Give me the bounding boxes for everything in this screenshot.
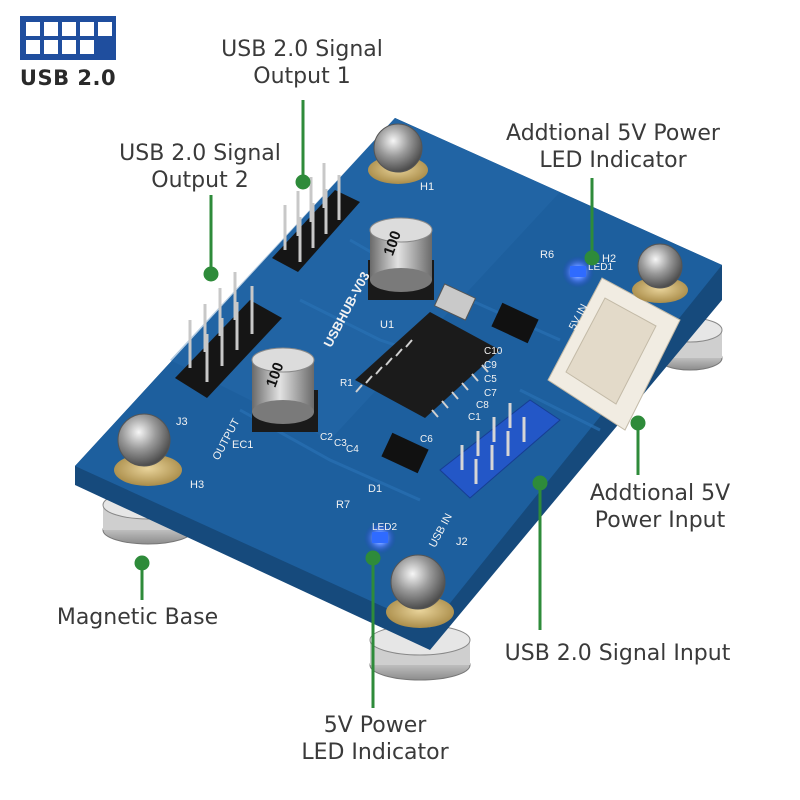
label-line: Power Input [594,508,726,533]
power-input-connector [547,277,681,431]
silk-led2: LED2 [372,522,397,533]
silk-r7: R7 [336,499,350,511]
silkscreen: USBHUB-V03 OUTPUT H1 H2 H3 J3 J2 U1 EC1 … [176,181,616,550]
label-usb-output-2: USB 2.0 Signal Output 2 [105,140,295,194]
diode-d1 [381,432,429,474]
standoff-h1 [368,123,428,184]
silk-c9: C9 [484,360,497,371]
silk-h1: H1 [420,181,434,193]
silk-c3: C3 [334,438,347,449]
led2 [364,522,396,554]
usb-logo-icon [20,16,116,60]
label-line: Magnetic Base [56,605,219,630]
label-power-led: 5V Power LED Indicator [285,712,465,766]
silk-d1: D1 [368,483,382,495]
silk-c7: C7 [484,388,497,399]
label-line: USB 2.0 Signal [119,141,281,166]
hub-ic [355,312,500,418]
silk-c6: C6 [420,434,433,445]
usb-logo: USB 2.0 [18,14,118,92]
standoff-h3 [114,413,182,486]
label-magnetic-base: Magnetic Base [45,604,230,631]
leader-lines [134,100,646,708]
silk-h3: H3 [190,479,204,491]
label-usb-signal-input: USB 2.0 Signal Input [495,640,740,667]
silk-c10: C10 [484,346,503,357]
silk-r1: R1 [340,378,353,389]
label-line: USB 2.0 Signal Input [504,641,731,666]
silk-c2: C2 [320,432,333,443]
crystal [433,283,477,321]
silk-c5: C5 [484,374,497,385]
silk-c8: C8 [476,400,489,411]
header-output-2 [175,272,282,398]
silk-r6: R6 [540,249,554,261]
usb-input-header [439,399,561,499]
silk-j3: J3 [176,416,188,428]
label-line: Addtional 5V Power [506,121,720,146]
label-line: USB 2.0 Signal [221,37,383,62]
label-extra-power-input: Addtional 5V Power Input [575,480,745,534]
header-output-1 [272,163,360,272]
silk-led1: LED1 [588,262,613,273]
label-usb-output-1: USB 2.0 Signal Output 1 [212,36,392,90]
capacitor-ec1: 100 [251,347,318,432]
led1 [562,256,594,288]
silk-c1: C1 [468,412,481,423]
capacitor-ec2: 100 [368,217,434,300]
label-line: Addtional 5V [589,481,731,506]
standoff-bottom [386,554,454,628]
regulator [491,302,539,344]
silk-h2: H2 [602,253,616,265]
silk-c4: C4 [346,444,359,455]
silk-u1: U1 [380,319,394,331]
label-line: LED Indicator [301,740,449,765]
label-line: 5V Power [323,713,427,738]
silk-j2: J2 [456,536,468,548]
usb-logo-text: USB 2.0 [19,66,117,90]
label-line: Output 2 [151,168,249,193]
silk-ec1: EC1 [232,439,253,451]
label-line: LED Indicator [539,148,687,173]
label-extra-power-led: Addtional 5V Power LED Indicator [488,120,738,174]
standoff-h2 [632,243,688,303]
label-line: Output 1 [253,64,351,89]
